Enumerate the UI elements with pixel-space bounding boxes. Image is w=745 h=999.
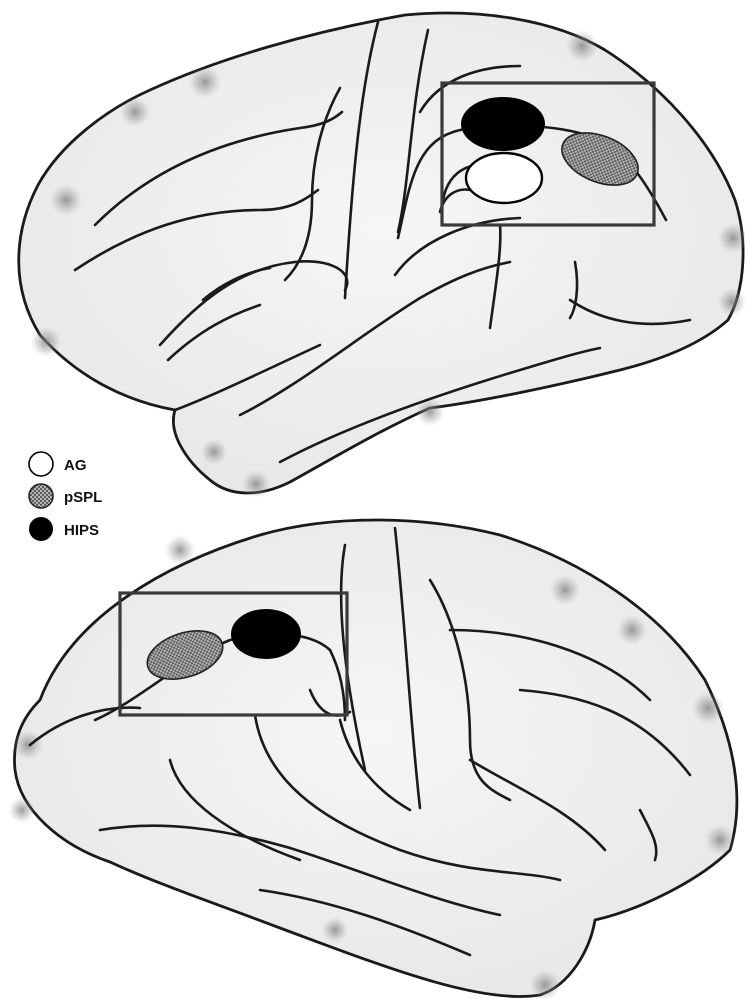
ag-swatch: [29, 452, 53, 476]
smudge-mark: [550, 575, 580, 605]
legend-label-ag: AG: [64, 457, 87, 474]
legend: AG pSPL HIPS: [29, 452, 102, 541]
smudge-mark: [50, 184, 82, 216]
pspl-swatch: [29, 484, 53, 508]
legend-label-pspl: pSPL: [64, 489, 102, 506]
legend-label-hips: HIPS: [64, 522, 99, 539]
smudge-mark: [13, 730, 43, 760]
smudge-mark: [617, 615, 647, 645]
smudge-mark: [705, 825, 735, 855]
legend-item-pspl: pSPL: [29, 484, 102, 508]
smudge-mark: [566, 30, 598, 62]
smudge-mark: [530, 970, 560, 999]
hips-region-bottom: [231, 609, 301, 659]
brain-bottom: [9, 520, 737, 999]
brain-top-outline: [19, 13, 743, 493]
hips-region-top: [461, 97, 545, 151]
smudge-mark: [165, 535, 195, 565]
smudge-mark: [201, 439, 227, 465]
hips-swatch: [29, 517, 53, 541]
brain-top: [19, 13, 745, 498]
smudge-mark: [718, 288, 745, 316]
smudge-mark: [189, 66, 221, 98]
smudge-mark: [692, 692, 724, 724]
smudge-mark: [9, 797, 35, 823]
smudge-mark: [322, 917, 348, 943]
ag-region-top: [466, 153, 542, 203]
smudge-mark: [31, 327, 61, 357]
smudge-mark: [120, 97, 150, 127]
smudge-mark: [242, 470, 270, 498]
legend-item-ag: AG: [29, 452, 87, 476]
legend-item-hips: HIPS: [29, 517, 99, 541]
